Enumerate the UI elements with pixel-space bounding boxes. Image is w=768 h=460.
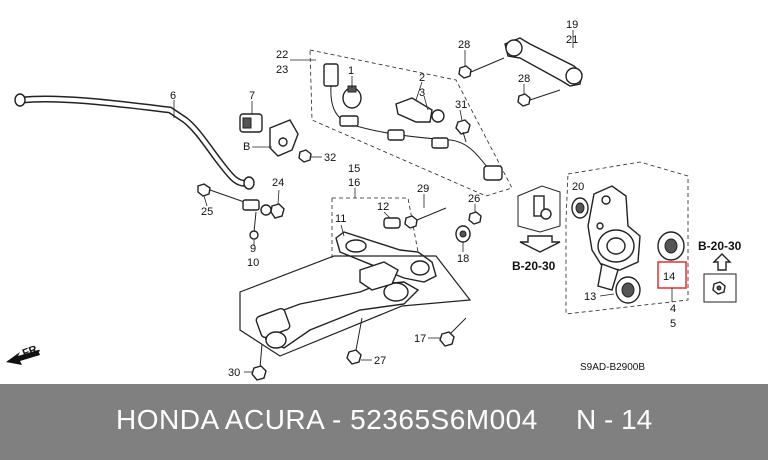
part-label-2: 2 xyxy=(419,72,425,84)
part-label-16: 16 xyxy=(348,177,360,189)
part-label-1: 1 xyxy=(348,65,354,77)
stabilizer-link xyxy=(197,183,285,240)
bolt-27 xyxy=(346,317,363,365)
inset-nut xyxy=(712,281,726,295)
part-label-3: 3 xyxy=(419,87,425,99)
bolt-28a xyxy=(458,57,505,79)
part-label-23: 23 xyxy=(276,64,288,76)
lower-arm xyxy=(335,231,437,283)
bolt-29 xyxy=(404,207,447,229)
view-label-b: B xyxy=(243,141,250,153)
part-label-11: 11 xyxy=(335,213,346,225)
part-label-24: 24 xyxy=(272,177,284,189)
part-label-15: 15 xyxy=(348,163,360,175)
diagram-code: S9AD-B2900B xyxy=(580,362,645,373)
part-label-17: 17 xyxy=(414,333,426,345)
footer-title: HONDA ACURA - 52365S6M004 xyxy=(116,404,538,435)
bolt-30 xyxy=(251,343,267,381)
bushing-12 xyxy=(383,217,401,229)
bushing-13 xyxy=(615,276,641,304)
part-label-22: 22 xyxy=(276,49,288,61)
ref-label-right: B-20-30 xyxy=(698,239,742,253)
stabilizer-bar xyxy=(14,93,255,190)
bushing-20 xyxy=(571,197,589,219)
upper-arm xyxy=(504,37,583,87)
part-label-19: 19 xyxy=(566,19,578,31)
part-label-12: 12 xyxy=(377,201,389,213)
part-label-18: 18 xyxy=(457,253,469,265)
bolt-31 xyxy=(455,119,471,143)
part-label-7: 7 xyxy=(249,90,255,102)
footer-bar: HONDA ACURA - 52365S6M004 N - 14 xyxy=(0,384,768,460)
part-label-5: 5 xyxy=(670,318,676,330)
part-label-10: 10 xyxy=(247,257,259,269)
part-label-31: 31 xyxy=(455,99,467,111)
inset-knuckle-detail xyxy=(517,185,561,253)
stabilizer-bushing xyxy=(239,113,263,133)
direction-label: FR. xyxy=(21,342,42,359)
part-label-30: 30 xyxy=(228,367,240,379)
part-label-28b: 28 xyxy=(518,73,530,85)
rear-knuckle xyxy=(587,185,641,291)
stabilizer-holder xyxy=(269,119,299,157)
part-label-14: 14 xyxy=(663,271,675,283)
part-label-29: 29 xyxy=(417,183,429,195)
bolt-28b xyxy=(517,89,561,107)
ref-label-left: B-20-30 xyxy=(512,259,556,273)
part-label-4: 4 xyxy=(670,303,676,315)
part-label-9: 9 xyxy=(250,243,256,255)
part-label-26: 26 xyxy=(468,193,480,205)
part-label-13: 13 xyxy=(584,291,596,303)
part-label-6: 6 xyxy=(170,90,176,102)
bushing-14 xyxy=(657,231,685,261)
trailing-arm xyxy=(255,261,420,349)
bolt-17 xyxy=(439,317,467,347)
part-label-20: 20 xyxy=(572,181,584,193)
part-label-25: 25 xyxy=(201,206,213,218)
part-label-27: 27 xyxy=(374,355,386,367)
nut-32 xyxy=(298,149,312,163)
nut-18 xyxy=(455,225,471,243)
footer-ref: N - 14 xyxy=(576,404,653,435)
parts-diagram: 6 7 B 32 25 24 9 10 xyxy=(6,19,742,381)
part-label-32: 32 xyxy=(324,152,336,164)
part-label-28a: 28 xyxy=(458,39,470,51)
speed-sensor-harness xyxy=(323,63,503,181)
part-label-21: 21 xyxy=(566,34,578,46)
bolt-26 xyxy=(468,211,482,225)
front-direction-arrow xyxy=(6,350,40,365)
